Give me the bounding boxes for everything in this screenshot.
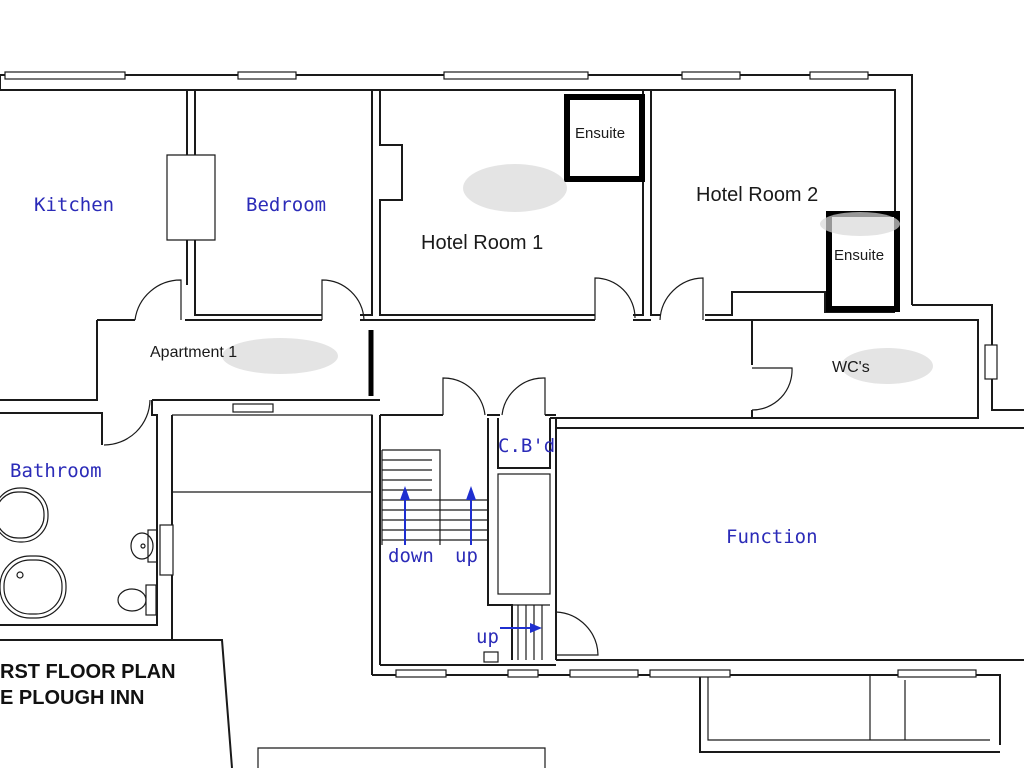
ensuite-1-outline (564, 94, 645, 182)
plan-title-line-1: RST FLOOR PLAN (0, 661, 176, 683)
room-label-hotel-room-1: Hotel Room 1 (421, 232, 543, 254)
room-label-ensuite-1: Ensuite (575, 125, 625, 142)
windows (4, 71, 977, 678)
doors (103, 277, 793, 656)
stair-up-arrow (466, 486, 476, 545)
stair-down-arrow (400, 486, 410, 545)
room-label-wcs: WC's (832, 359, 870, 376)
redaction-smudge (841, 348, 933, 384)
room-label-kitchen: Kitchen (34, 194, 114, 216)
room-label-bathroom: Bathroom (10, 460, 102, 482)
stair-label-up-lower: up (476, 626, 499, 648)
sink-icon (130, 529, 158, 563)
room-label-function: Function (726, 526, 818, 548)
bathroom-window (159, 524, 174, 576)
room-label-bedroom: Bedroom (246, 194, 326, 216)
room-label-cupboard: C.B'd (498, 435, 555, 457)
function-walls (372, 427, 1024, 753)
room-label-apartment-1: Apartment 1 (150, 344, 237, 361)
redaction-smudge (222, 338, 338, 374)
redaction-smudge (463, 164, 567, 212)
stair-up-lower-arrow (500, 623, 542, 633)
title-box (0, 639, 233, 768)
kitchen-walls (166, 90, 216, 285)
plan-title-line-2: E PLOUGH INN (0, 687, 144, 709)
bathtub-icon (0, 487, 49, 543)
redaction-smudge (820, 212, 900, 236)
bathtub-icon (0, 555, 67, 619)
corridor-walls (0, 75, 753, 418)
stair-label-up: up (455, 545, 478, 567)
room-label-ensuite-2: Ensuite (834, 247, 884, 264)
room-label-hotel-room-2: Hotel Room 2 (696, 184, 818, 206)
stair-label-down: down (388, 545, 434, 567)
wcs-window (984, 344, 998, 380)
title-box-2 (257, 747, 546, 768)
toilet-icon (117, 584, 157, 616)
bathroom-walls (0, 400, 381, 675)
